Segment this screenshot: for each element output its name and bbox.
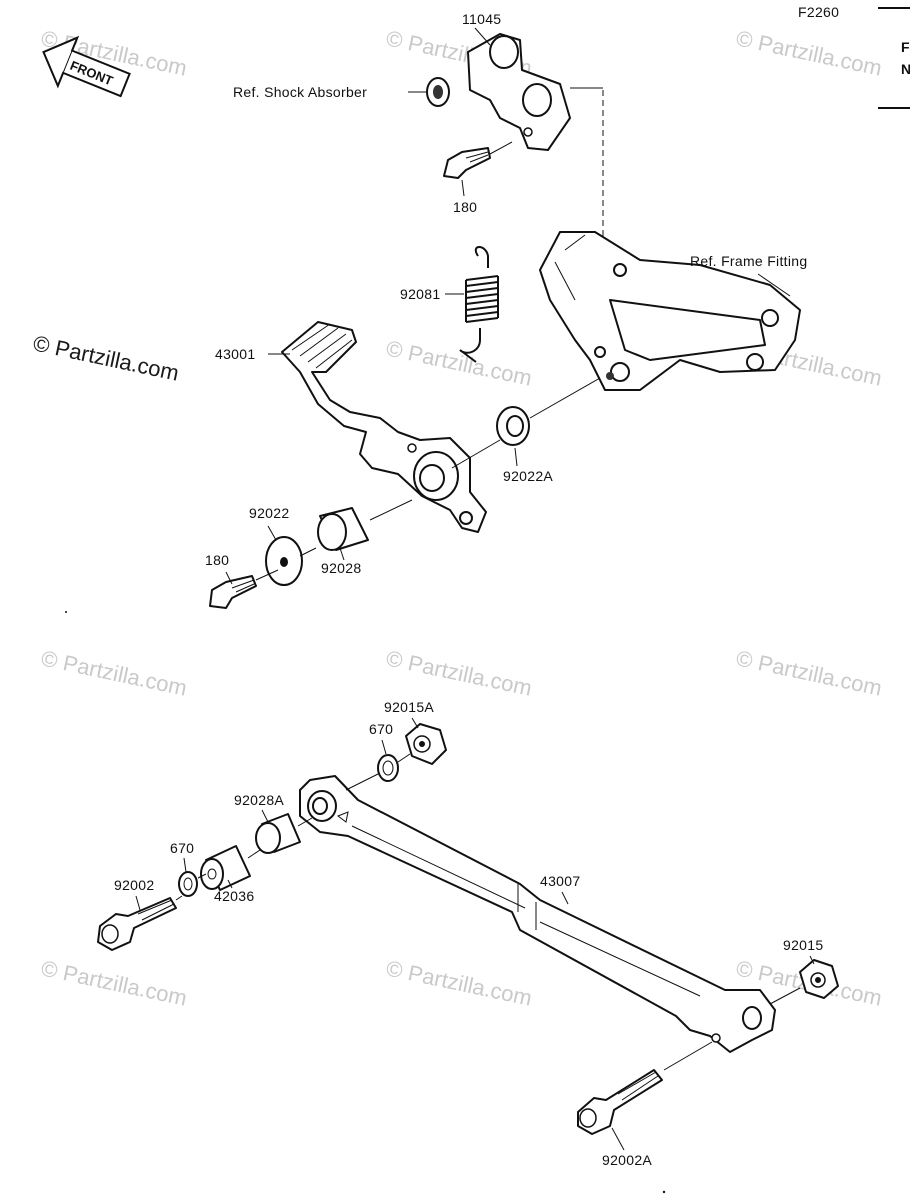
- collar-42036: [200, 845, 261, 891]
- bolt-180-lower: [209, 569, 279, 609]
- label-92028: 92028: [321, 560, 361, 576]
- label-11045: 11045: [462, 11, 501, 27]
- lever-43007: [299, 775, 776, 1053]
- edge-fragment: F: [901, 39, 910, 55]
- washer-92022: [265, 536, 317, 586]
- collar-92028a: [255, 813, 313, 854]
- scan-speck: [662, 1190, 666, 1194]
- figure-code: F2260: [798, 4, 839, 20]
- spring-92081: [459, 246, 499, 363]
- label-670-top: 670: [369, 721, 393, 737]
- bushing-ref: [426, 77, 450, 107]
- label-92028a: 92028A: [234, 792, 284, 808]
- label-92022: 92022: [249, 505, 289, 521]
- bracket-11045: [467, 27, 571, 151]
- watermark-text: © Partzilla.com: [39, 645, 189, 700]
- washer-92022a: [496, 406, 530, 446]
- label-92081: 92081: [400, 286, 440, 302]
- nut-92015: [769, 959, 839, 1005]
- label-92015: 92015: [783, 937, 823, 953]
- label-180-top: 180: [453, 199, 477, 215]
- label-42036: 42036: [214, 888, 254, 904]
- label-92002a: 92002A: [602, 1152, 652, 1168]
- watermark-text: © Partzilla.com: [39, 955, 189, 1010]
- watermark-text: © Partzilla.com: [734, 645, 884, 700]
- washer-670-lower: [178, 871, 207, 897]
- watermark-text: © Partzilla.com: [384, 335, 534, 390]
- label-ref-shock-absorber: Ref. Shock Absorber: [233, 84, 367, 100]
- bolt-92002a: [577, 1041, 713, 1135]
- bolt-180-top: [443, 141, 513, 179]
- bolt-92002: [97, 895, 183, 951]
- watermark-text: © Partzilla.com: [384, 645, 534, 700]
- brake-pedal-43001: [281, 321, 487, 533]
- frame-fitting-ref: [539, 231, 801, 391]
- watermark-text: © Partzilla.com: [734, 25, 884, 80]
- label-92022a: 92022A: [503, 468, 553, 484]
- washer-670-top: [345, 753, 411, 791]
- edge-fragment: N: [901, 61, 910, 77]
- label-43007: 43007: [540, 873, 580, 889]
- watermark-text: © Partzilla.com: [384, 955, 534, 1010]
- label-ref-frame-fitting: Ref. Frame Fitting: [690, 253, 807, 269]
- collar-92028: [317, 499, 413, 551]
- label-92015a: 92015A: [384, 699, 434, 715]
- label-43001: 43001: [215, 346, 255, 362]
- scan-speck: [65, 611, 67, 613]
- label-92002: 92002: [114, 877, 154, 893]
- watermark-main: © Partzilla.com: [31, 330, 181, 385]
- label-180-lower: 180: [205, 552, 229, 568]
- label-670-lower: 670: [170, 840, 194, 856]
- nut-92015a: [405, 723, 447, 765]
